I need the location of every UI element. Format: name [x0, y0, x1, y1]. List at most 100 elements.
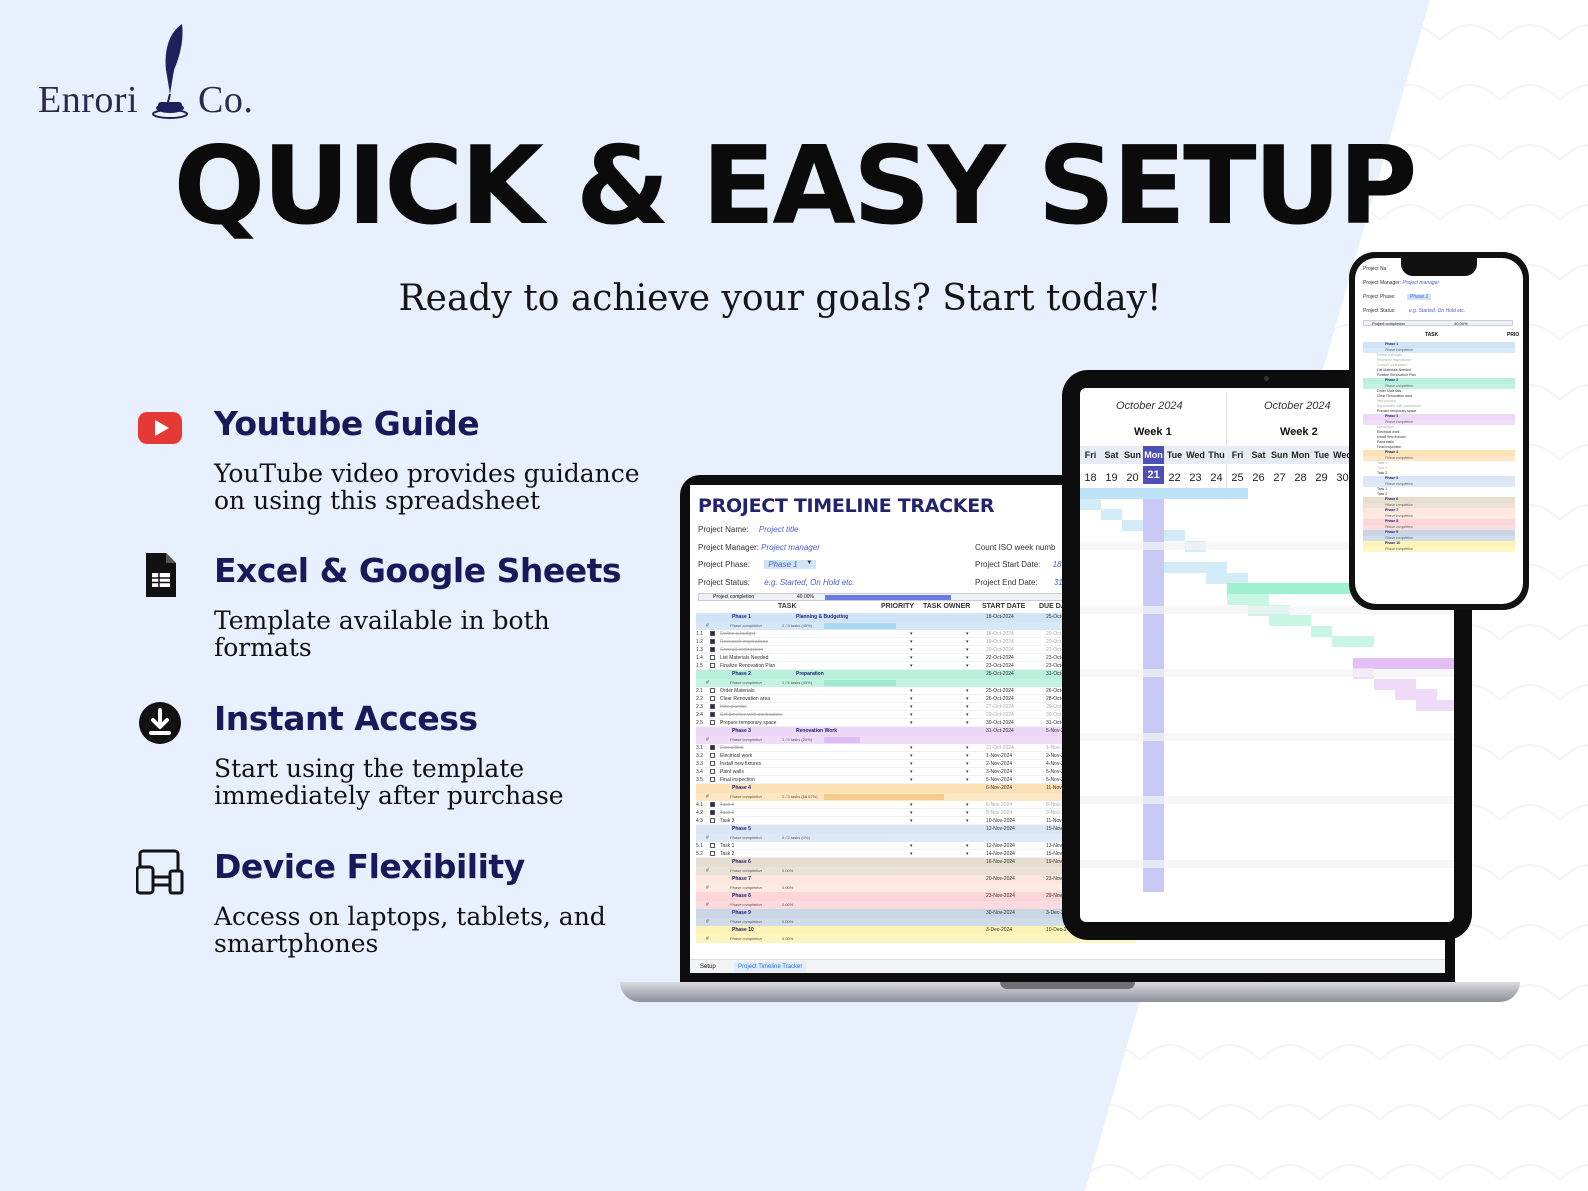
task-label: Order Materials — [720, 688, 755, 694]
checkbox-unchecked[interactable] — [710, 655, 715, 660]
column-header-task: TASK — [778, 603, 797, 610]
owner-dropdown[interactable]: ▾ — [966, 753, 969, 759]
priority-dropdown[interactable]: ▾ — [910, 810, 913, 816]
field-value[interactable]: Phase 1 — [1406, 294, 1432, 300]
priority-dropdown[interactable]: ▾ — [910, 818, 913, 824]
phase-completion-value: 0 / 2 tasks (0%) — [782, 835, 810, 840]
task-label: Set timeline with contractors — [720, 712, 783, 718]
owner-dropdown[interactable]: ▾ — [966, 688, 969, 694]
priority-dropdown[interactable]: ▾ — [910, 720, 913, 726]
end-date-value[interactable]: 31 — [1053, 578, 1063, 587]
tablet-camera — [1264, 376, 1269, 381]
priority-dropdown[interactable]: ▾ — [910, 745, 913, 751]
project-status-input[interactable]: e.g. Started, On Hold etc. — [764, 578, 855, 587]
row-marker: # — [706, 680, 709, 686]
brand-logo[interactable]: Enrori Co. — [38, 22, 278, 122]
project-phase-select[interactable]: Phase 1 ▼ — [764, 560, 817, 569]
phone-task-row: Install new fixtures — [1377, 435, 1406, 439]
checkbox-unchecked[interactable] — [710, 843, 715, 848]
owner-dropdown[interactable]: ▾ — [966, 712, 969, 718]
owner-dropdown[interactable]: ▾ — [966, 810, 969, 816]
priority-dropdown[interactable]: ▾ — [910, 696, 913, 702]
owner-dropdown[interactable]: ▾ — [966, 818, 969, 824]
priority-dropdown[interactable]: ▾ — [910, 647, 913, 653]
priority-dropdown[interactable]: ▾ — [910, 753, 913, 759]
phone-phase-completion-row: Phase completion — [1363, 420, 1515, 425]
owner-dropdown[interactable]: ▾ — [966, 777, 969, 783]
owner-dropdown[interactable]: ▾ — [966, 696, 969, 702]
priority-dropdown[interactable]: ▾ — [910, 712, 913, 718]
gantt-bar — [1353, 657, 1454, 669]
checkbox-checked[interactable] — [710, 647, 715, 652]
priority-dropdown[interactable]: ▾ — [910, 663, 913, 669]
phone-task-row: Task 2 — [1377, 492, 1388, 496]
owner-dropdown[interactable]: ▾ — [966, 655, 969, 661]
owner-dropdown[interactable]: ▾ — [966, 745, 969, 751]
phone-priority-header: PRIO — [1507, 332, 1520, 338]
owner-dropdown[interactable]: ▾ — [966, 720, 969, 726]
field-value[interactable]: Project manager — [1402, 280, 1440, 286]
checkbox-checked[interactable] — [710, 802, 715, 807]
phone-task-row: Final inspection — [1377, 445, 1402, 449]
owner-dropdown[interactable]: ▾ — [966, 647, 969, 653]
priority-dropdown[interactable]: ▾ — [910, 655, 913, 661]
quill-inkwell-icon — [152, 24, 188, 119]
priority-dropdown[interactable]: ▾ — [910, 777, 913, 783]
start-date-cell: 23-Oct-2024 — [986, 663, 1014, 669]
download-icon[interactable] — [136, 699, 184, 747]
checkbox-checked[interactable] — [710, 704, 715, 709]
owner-dropdown[interactable]: ▾ — [966, 802, 969, 808]
checkbox-checked[interactable] — [710, 631, 715, 636]
checkbox-checked[interactable] — [710, 810, 715, 815]
field-value[interactable]: e.g. Started, On Hold etc. — [1408, 308, 1466, 314]
owner-dropdown[interactable]: ▾ — [966, 663, 969, 669]
column-header-start-date: START DATE — [982, 603, 1026, 610]
priority-dropdown[interactable]: ▾ — [910, 802, 913, 808]
checkbox-unchecked[interactable] — [710, 753, 715, 758]
phone-project-name: Project Na — [1363, 266, 1387, 272]
priority-dropdown[interactable]: ▾ — [910, 769, 913, 775]
priority-dropdown[interactable]: ▾ — [910, 851, 913, 857]
owner-dropdown[interactable]: ▾ — [966, 851, 969, 857]
owner-dropdown[interactable]: ▾ — [966, 769, 969, 775]
owner-dropdown[interactable]: ▾ — [966, 843, 969, 849]
phase-label: Phase 8 — [732, 893, 751, 899]
checkbox-checked[interactable] — [710, 639, 715, 644]
checkbox-checked[interactable] — [710, 745, 715, 750]
priority-dropdown[interactable]: ▾ — [910, 631, 913, 637]
tab-project-timeline-tracker[interactable]: Project Timeline Tracker — [734, 962, 807, 972]
youtube-play-icon[interactable] — [136, 404, 184, 452]
priority-dropdown[interactable]: ▾ — [910, 704, 913, 710]
priority-dropdown[interactable]: ▾ — [910, 761, 913, 767]
start-date-value[interactable]: 18 — [1052, 560, 1062, 569]
priority-dropdown[interactable]: ▾ — [910, 639, 913, 645]
checkbox-unchecked[interactable] — [710, 720, 715, 725]
priority-dropdown[interactable]: ▾ — [910, 688, 913, 694]
checkbox-unchecked[interactable] — [710, 688, 715, 693]
tab-setup[interactable]: Setup — [700, 964, 716, 970]
start-date-cell: 10-Nov-2024 — [986, 818, 1015, 824]
project-manager-input[interactable]: Project manager — [761, 543, 820, 552]
owner-dropdown[interactable]: ▾ — [966, 639, 969, 645]
checkbox-unchecked[interactable] — [710, 818, 715, 823]
task-number: 2.3 — [696, 704, 703, 710]
owner-dropdown[interactable]: ▾ — [966, 761, 969, 767]
checkbox-unchecked[interactable] — [710, 777, 715, 782]
checkbox-unchecked[interactable] — [710, 663, 715, 668]
checkbox-checked[interactable] — [710, 712, 715, 717]
checkbox-unchecked[interactable] — [710, 696, 715, 701]
checkbox-unchecked[interactable] — [710, 761, 715, 766]
owner-dropdown[interactable]: ▾ — [966, 704, 969, 710]
checkbox-unchecked[interactable] — [710, 769, 715, 774]
project-name-input[interactable]: Project title — [758, 525, 799, 534]
checkbox-unchecked[interactable] — [710, 851, 715, 856]
owner-dropdown[interactable]: ▾ — [966, 631, 969, 637]
priority-dropdown[interactable]: ▾ — [910, 843, 913, 849]
